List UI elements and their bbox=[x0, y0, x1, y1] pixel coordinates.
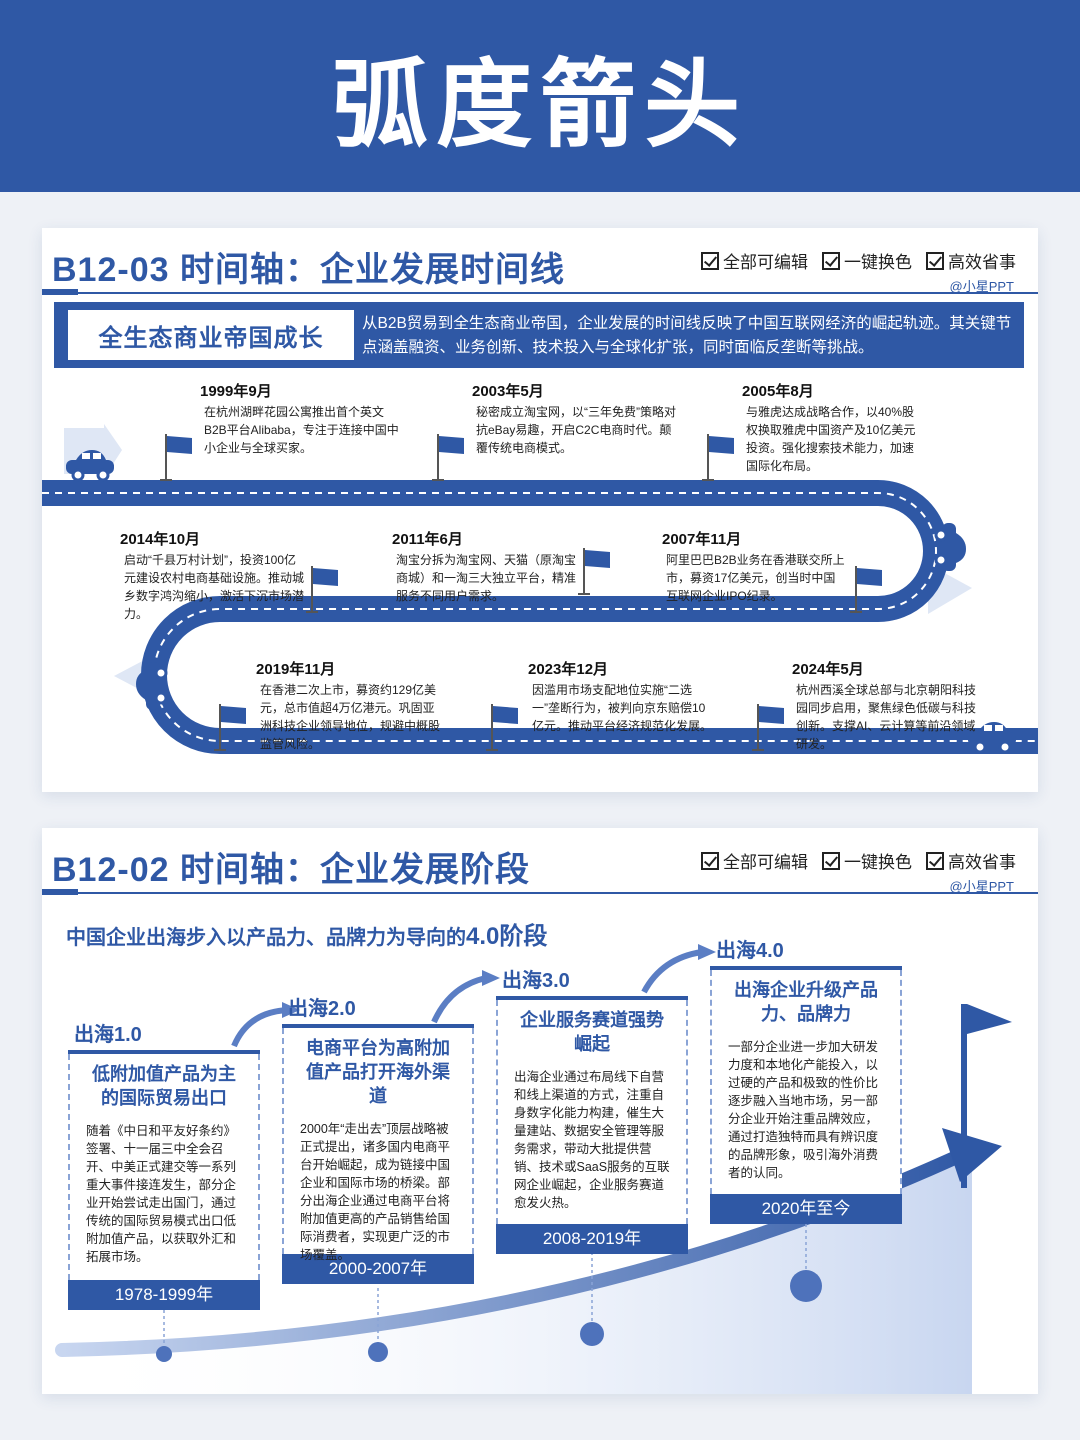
road-dash bbox=[42, 492, 1038, 742]
timeline-event: 1999年9月在杭州湖畔花园公寓推出首个英文B2B平台Alibaba，专注于连接… bbox=[200, 383, 399, 455]
checkbox-icon bbox=[701, 851, 719, 870]
title-divider bbox=[42, 289, 1038, 295]
checkbox-icon bbox=[701, 251, 719, 270]
car-icon bbox=[968, 722, 1016, 754]
stage-card: 出海4.0 出海企业升级产品力、品牌力一部分企业进一步加大研发力度和本地化产能投… bbox=[710, 940, 902, 1224]
curve-area bbox=[62, 1158, 972, 1394]
feature-item: 全部可编辑 bbox=[701, 848, 808, 873]
flag-icon bbox=[160, 434, 192, 481]
arrow-icon bbox=[698, 944, 716, 960]
flag-icon bbox=[967, 1004, 1012, 1034]
stages-card: B12-02 时间轴：企业发展阶段 全部可编辑 一键换色 高效省事 @小星PPT… bbox=[42, 828, 1038, 1394]
flag-icon bbox=[306, 566, 338, 613]
feature-list: 全部可编辑 一键换色 高效省事 bbox=[701, 848, 1016, 873]
timeline-event: 2007年11月阿里巴巴B2B业务在香港联交所上市，募资17亿美元，创当时中国互… bbox=[662, 531, 845, 603]
title-divider bbox=[42, 889, 1038, 895]
author-credit: @小星PPT bbox=[949, 879, 1014, 894]
feature-item: 全部可编辑 bbox=[701, 248, 808, 273]
milestone-dot bbox=[580, 1322, 604, 1346]
subtitle-box: 全生态商业帝国成长 bbox=[68, 310, 354, 360]
feature-item: 高效省事 bbox=[926, 848, 1016, 873]
milestone-dot bbox=[368, 1342, 388, 1362]
arrow-icon bbox=[482, 970, 500, 986]
flag-icon bbox=[702, 434, 734, 481]
arrow-icon bbox=[282, 1002, 300, 1018]
top-banner: 弧度箭头 bbox=[0, 0, 1080, 192]
timeline-event: 2003年5月秘密成立淘宝网，以“三年免费”策略对抗eBay易趣，开启C2C电商… bbox=[472, 383, 676, 455]
milestone-dot bbox=[156, 1346, 172, 1362]
feature-item: 一键换色 bbox=[822, 848, 912, 873]
stages-subtitle: 中国企业出海步入以产品力、品牌力为导向的4.0阶段 bbox=[66, 923, 548, 950]
timeline-event: 2023年12月因滥用市场支配地位实施“二选一”垄断行为，被判向京东赔偿10亿元… bbox=[528, 661, 713, 733]
flag-icon bbox=[850, 566, 882, 613]
stage-card: 出海3.0 企业服务赛道强势崛起出海企业通过布局线下自营和线上渠道的方式，注重自… bbox=[496, 970, 688, 1254]
flag-icon bbox=[486, 704, 518, 751]
feature-item: 高效省事 bbox=[926, 248, 1016, 273]
flag-icon bbox=[432, 434, 464, 481]
winding-road bbox=[42, 424, 1038, 754]
checkbox-icon bbox=[926, 851, 944, 870]
banner-title: 弧度箭头 bbox=[332, 51, 748, 159]
timeline-event: 2024年5月杭州西溪全球总部与北京朝阳科技园同步启用，聚焦绿色低碳与科技创新。… bbox=[792, 661, 977, 751]
author-credit: @小星PPT bbox=[949, 279, 1014, 294]
feature-item: 一键换色 bbox=[822, 248, 912, 273]
feature-list: 全部可编辑 一键换色 高效省事 bbox=[701, 248, 1016, 273]
car-icon bbox=[136, 662, 168, 710]
stage-card: 出海1.0 低附加值产品为主的国际贸易出口随着《中日和平友好条约》签署、十一届三… bbox=[68, 1024, 260, 1310]
flag-icon bbox=[752, 704, 784, 751]
car-icon bbox=[66, 450, 114, 482]
timeline-event: 2011年6月淘宝分拆为淘宝网、天猫（原淘宝商城）和一淘三大独立平台，精准服务不… bbox=[392, 531, 577, 603]
card-title: B12-03 时间轴：企业发展时间线 bbox=[52, 251, 565, 289]
flag-icon bbox=[578, 548, 610, 595]
curve-arrowhead-icon bbox=[942, 1128, 1002, 1182]
subtitle-banner: 全生态商业帝国成长 从B2B贸易到全生态商业帝国，企业发展的时间线反映了中国互联… bbox=[54, 302, 1024, 368]
checkbox-icon bbox=[822, 851, 840, 870]
timeline-card: B12-03 时间轴：企业发展时间线 全部可编辑 一键换色 高效省事 @小星PP… bbox=[42, 228, 1038, 792]
subtitle-description: 从B2B贸易到全生态商业帝国，企业发展的时间线反映了中国互联网经济的崛起轨迹。其… bbox=[362, 315, 1012, 356]
flag-icon bbox=[214, 704, 246, 751]
card-title: B12-02 时间轴：企业发展阶段 bbox=[52, 851, 530, 889]
milestone-dot bbox=[790, 1270, 822, 1302]
timeline-event: 2005年8月与雅虎达成战略合作，以40%股权换取雅虎中国资产及10亿美元投资。… bbox=[742, 383, 916, 473]
timeline-event: 2014年10月启动“千县万村计划”，投资100亿元建设农村电商基础设施。推动城… bbox=[120, 531, 305, 621]
checkbox-icon bbox=[926, 251, 944, 270]
car-icon bbox=[934, 523, 966, 571]
timeline-event: 2019年11月在香港二次上市，募资约129亿美元，总市值超4万亿港元。巩固亚洲… bbox=[256, 661, 441, 751]
checkbox-icon bbox=[822, 251, 840, 270]
